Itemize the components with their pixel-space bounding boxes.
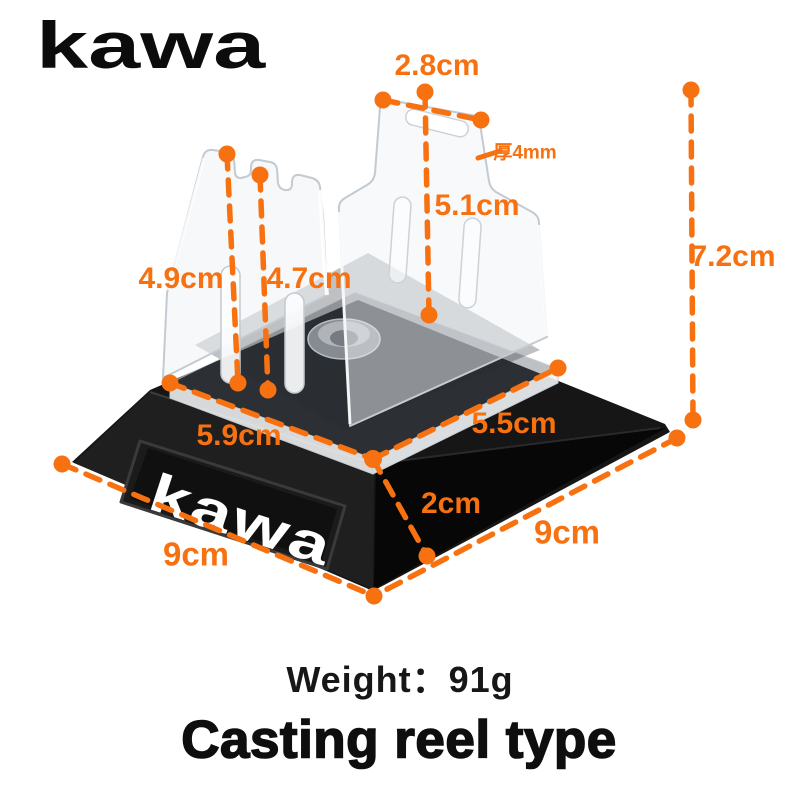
dimension-endpoints xyxy=(53,81,702,605)
dimension-label-thickness: 厚4mm xyxy=(493,142,557,164)
dimension-label-left-inner-height: 4.7cm xyxy=(266,262,352,295)
dimension-label-top-width: 2.8cm xyxy=(394,49,480,82)
acrylic-stand xyxy=(162,98,560,475)
product-type-title: Casting reel type xyxy=(180,710,617,771)
dim-line-left-inner-height xyxy=(257,172,271,393)
dimension-label-tray-left: 5.9cm xyxy=(196,419,282,452)
dimension-label-base-left: 9cm xyxy=(162,535,230,573)
dimension-label-total-height: 7.2cm xyxy=(690,240,776,273)
dim-line-total-height xyxy=(688,87,696,423)
dimension-label-base-right: 9cm xyxy=(533,513,601,551)
dim-line-inner-height xyxy=(422,89,432,318)
dimension-label-inner-height: 5.1cm xyxy=(434,189,520,222)
dimension-lines xyxy=(59,87,696,599)
dim-line-base-left xyxy=(59,461,377,599)
dim-line-top-width xyxy=(380,97,484,123)
dim-line-tray-right xyxy=(370,365,561,462)
dim-line-base-right xyxy=(371,435,680,599)
handle-slot xyxy=(404,108,470,138)
dimension-label-left-height: 4.9cm xyxy=(138,262,224,295)
weight-text: Weight：91g xyxy=(286,659,514,700)
right-plate xyxy=(337,98,548,427)
dimension-label-base-height: 2cm xyxy=(420,487,482,520)
brand-logo: kawa xyxy=(36,8,266,82)
dim-line-left-height xyxy=(224,151,241,386)
dim-line-tray-left xyxy=(167,380,376,462)
dimension-label-tray-right: 5.5cm xyxy=(471,407,557,440)
holder-peg-right xyxy=(284,292,305,394)
dim-line-base-height xyxy=(370,456,430,559)
thickness-tick xyxy=(475,148,503,161)
